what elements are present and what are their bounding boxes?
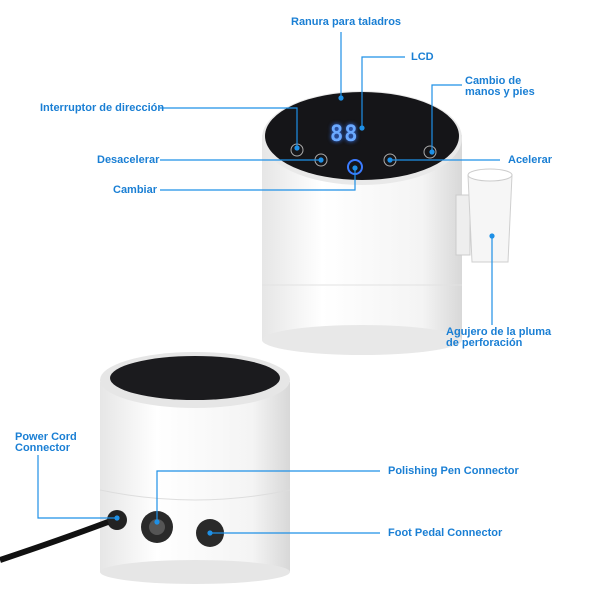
device-back-view [0, 352, 291, 584]
label-drill-slot: Ranura para taladros [291, 16, 402, 28]
label-foot-pedal: Foot Pedal Connector [388, 527, 503, 539]
lcd-display: 88 [330, 122, 359, 147]
label-direction-switch: Interruptor de dirección [40, 102, 165, 114]
control-panel [265, 92, 459, 180]
device-front-view [262, 91, 513, 355]
label-polishing-pen: Polishing Pen Connector [388, 465, 519, 477]
label-hand-foot-switch: Cambio de manos y pies [465, 75, 535, 98]
label-decelerate: Desacelerar [97, 154, 160, 166]
label-switch: Cambiar [113, 184, 158, 196]
power-cord [0, 519, 110, 563]
label-power-cord: Power Cord Connector [15, 431, 77, 454]
label-lcd: LCD [411, 51, 434, 63]
label-accelerate: Acelerar [508, 154, 553, 166]
label-pen-holder: Agujero de la pluma de perforación [446, 326, 552, 349]
callout-lines [37, 32, 500, 536]
